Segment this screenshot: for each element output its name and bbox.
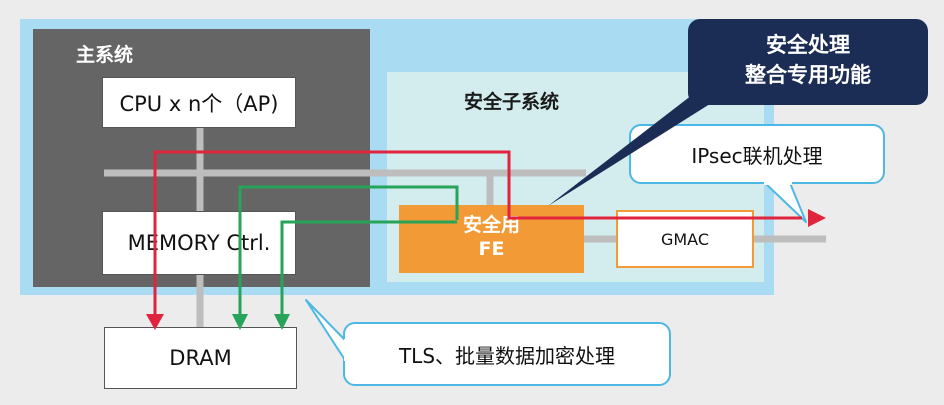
red-arrow-down-dram <box>146 314 164 330</box>
callout-tls-text: TLS、批量数据加密处理 <box>398 344 616 368</box>
callout-integration-text: 安全处理 整合专用功能 <box>688 30 928 90</box>
callout-tls-tail-mask <box>344 339 349 361</box>
security-fe-box <box>399 205 584 273</box>
dram-box: DRAM <box>104 327 297 389</box>
security-fe-line1: 安全用 <box>462 214 520 236</box>
security-fe-line2: FE <box>478 238 505 260</box>
callout-integration-line2: 整合专用功能 <box>745 63 871 87</box>
callout-ipsec-text: IPsec联机处理 <box>691 144 823 168</box>
callout-tls-tail <box>305 299 346 361</box>
callout-ipsec <box>629 124 885 184</box>
security-fe-label: 安全用 FE <box>399 213 584 261</box>
memory-ctrl-box: MEMORY Ctrl. <box>102 211 296 275</box>
callout-tls <box>343 322 671 386</box>
cpu-box: CPU x n个（AP) <box>102 77 296 128</box>
main-system-title: 主系统 <box>76 44 134 66</box>
callout-dark-tail <box>548 85 740 206</box>
red-arrow-out <box>808 209 826 227</box>
red-data-path <box>153 150 802 320</box>
security-subsystem-title: 安全子系统 <box>464 91 560 113</box>
green-data-path-a <box>238 185 459 318</box>
green-arrow-a <box>232 314 248 330</box>
green-data-path-b <box>280 220 457 318</box>
green-arrow-b <box>274 314 290 330</box>
callout-ipsec-tail <box>764 182 807 223</box>
callout-ipsec-tail-mask <box>764 180 792 185</box>
callout-integration-line1: 安全处理 <box>766 33 850 57</box>
gmac-box: GMAC <box>616 210 754 268</box>
